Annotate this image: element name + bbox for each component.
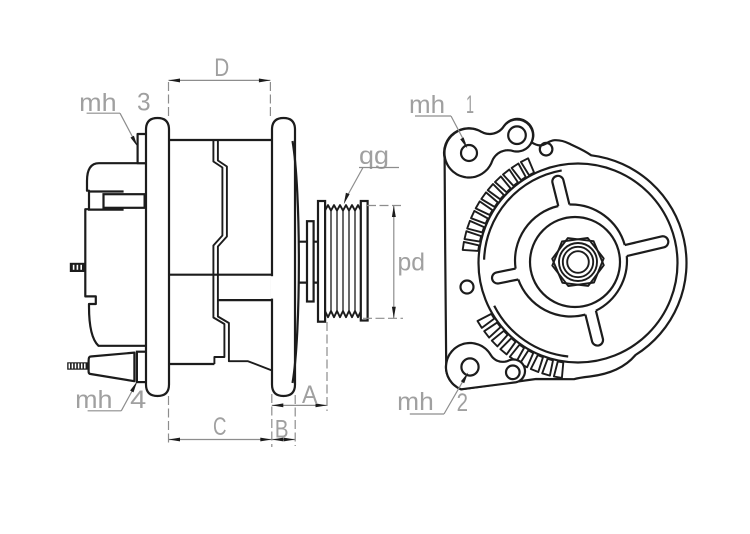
svg-text:D: D (214, 54, 229, 82)
svg-text:C: C (213, 413, 227, 441)
svg-text:pd: pd (398, 249, 426, 277)
svg-text:3: 3 (137, 89, 151, 117)
svg-text:1: 1 (466, 91, 474, 119)
svg-text:2: 2 (457, 389, 468, 417)
svg-text:qg: qg (359, 142, 389, 170)
svg-text:mh: mh (397, 388, 434, 416)
svg-text:mh: mh (409, 91, 445, 119)
svg-text:4: 4 (130, 386, 146, 414)
svg-text:mh: mh (79, 89, 117, 117)
svg-text:B: B (275, 415, 289, 443)
svg-text:A: A (302, 381, 318, 409)
svg-text:mh: mh (75, 386, 112, 414)
